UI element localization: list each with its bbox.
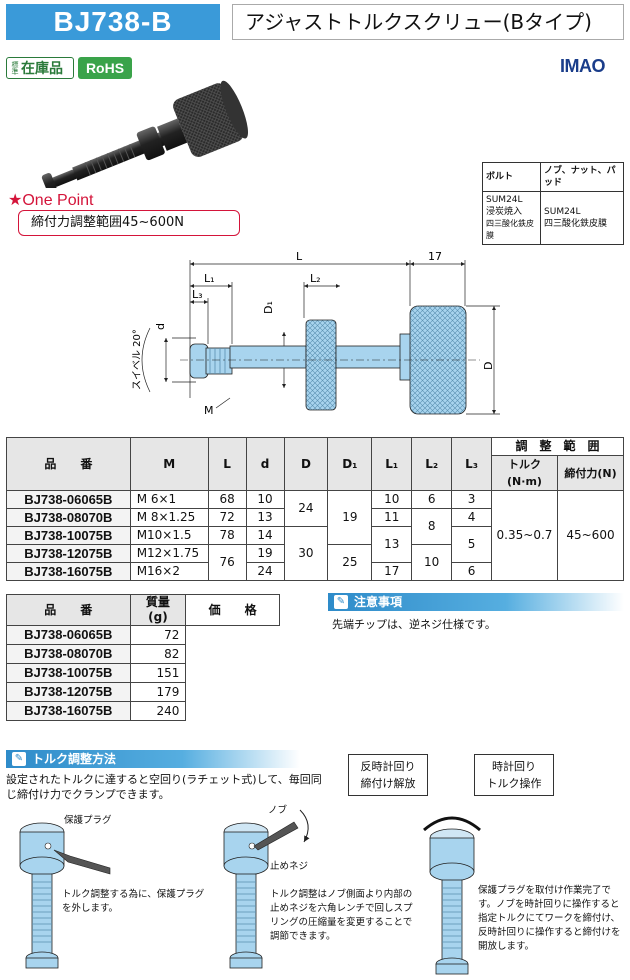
table-row: BJ738-12075B M12×1.75 76 19 25 10: [6, 544, 624, 581]
fig2-caption: トルク調整はノブ側面より内部の止めネジを六角レンチで回しスプリングの圧縮量を変更…: [270, 889, 413, 942]
spec-header-torque: トルク(N·m): [491, 455, 558, 491]
stock-label: 在庫品: [21, 61, 63, 77]
table-row: BJ738-12075B 179: [6, 682, 280, 702]
fig3-caption: 保護プラグを取付け作業完了です。ノブを時計回りに操作すると指定トルクにてワークを…: [478, 885, 621, 952]
standard-label: 標準: [11, 61, 19, 75]
pencil-icon: ✎: [334, 595, 348, 609]
product-code-banner: BJ738-B: [6, 4, 220, 40]
spec-header-L1: L₁: [371, 437, 413, 491]
dim-M-label: M: [204, 404, 214, 417]
figure-remove-plug: [19, 822, 111, 969]
dim-d-label: d: [154, 323, 167, 330]
dim-17-label: 17: [428, 250, 442, 263]
table-row: BJ738-06065B 72: [6, 625, 280, 645]
material-table: ボルト ノブ、ナット、パッド SUM24L 浸炭焼入 四三酸化鉄皮膜 SUM24…: [481, 162, 624, 245]
spec-header-L2: L₂: [411, 437, 453, 491]
material-header-knob: ノブ、ナット、パッド: [540, 162, 624, 192]
product-photo: [41, 80, 249, 188]
figure-adjust-screw: [223, 809, 310, 969]
spec-header-D: D: [283, 437, 329, 491]
standard-stock-badge: 標準 在庫品: [6, 57, 74, 79]
mass-header-code: 品 番: [6, 594, 131, 626]
swivel-label: スイベル 20°: [131, 329, 143, 390]
fig2-label-screw: 止めネジ: [270, 861, 309, 872]
table-row: BJ738-16075B M16×2 24 17 6: [6, 562, 624, 581]
table-row: BJ738-08070B 82: [6, 644, 280, 664]
spec-header-L: L: [207, 437, 247, 491]
table-row: BJ738-10075B M10×1.5 78 14 30 13 5: [6, 526, 624, 581]
dim-L3-label: L₃: [192, 288, 203, 301]
one-point-title: ★One Point: [8, 192, 94, 209]
table-row: BJ738-16075B 240: [6, 701, 280, 721]
torque-adjust-header: ✎ トルク調整方法: [6, 750, 300, 768]
table-row: BJ738-10075B 151: [6, 663, 280, 683]
figure-operation: [423, 816, 481, 975]
table-row: BJ738-06065B M 6×1 68 10 24 19 10 6 3 0.…: [6, 490, 625, 581]
material-header-bolt: ボルト: [481, 162, 542, 192]
product-title: アジャストトルクスクリュー(Bタイプ): [232, 4, 624, 40]
rohs-badge: RoHS: [78, 57, 132, 79]
fig1-label: 保護プラグ: [64, 815, 112, 826]
dim-L1-label: L₁: [204, 272, 215, 285]
spec-table: 品 番 M L d D D₁ L₁ L₂ L₃ 調 整 範 囲 トルク(N·m)…: [6, 437, 625, 581]
spec-header-D1: D₁: [327, 437, 373, 491]
dim-D-label: D: [482, 362, 495, 370]
brand-logo: IMAO: [560, 56, 606, 76]
dim-L-label: L: [296, 250, 303, 263]
mass-header-mass: 質量 (g): [129, 594, 187, 626]
spec-header-force: 締付力(N): [556, 455, 625, 491]
spec-header-M: M: [129, 437, 209, 491]
torque-adjust-text: 設定されたトルクに達すると空回り(ラチェット式)して、毎回同じ締付け力でクランプ…: [6, 773, 322, 801]
fig2-label-knob: ノブ: [268, 805, 288, 816]
callout-counterclockwise: 反時計回り 締付け解放: [348, 754, 428, 796]
fig1-caption: トルク調整する為に、保護プラグを外します。: [62, 889, 205, 914]
notes-header: ✎ 注意事項: [328, 593, 624, 611]
mass-header-price: 価 格: [185, 594, 280, 626]
one-point-box: 締付力調整範囲45~600N: [18, 210, 240, 236]
dim-D1-label: D₁: [262, 301, 275, 314]
spec-header-d: d: [245, 437, 285, 491]
dim-L2-label: L₂: [310, 272, 321, 285]
spec-header-code: 品 番: [6, 437, 131, 491]
spec-header-range: 調 整 範 囲: [491, 437, 624, 456]
material-knob: SUM24L 四三酸化鉄皮膜: [540, 191, 624, 245]
callout-clockwise: 時計回り トルク操作: [474, 754, 554, 796]
material-bolt: SUM24L 浸炭焼入 四三酸化鉄皮膜: [481, 191, 542, 245]
notes-text: 先端チップは、逆ネジ仕様です。: [332, 618, 496, 631]
mass-price-table: 品 番 質量 (g) 価 格 BJ738-06065B 72 BJ738-080…: [6, 594, 280, 721]
pencil-icon: ✎: [12, 752, 26, 766]
dimension-drawing: L 17 L₁ L₂ L₃ D₁ D d スイベル 20° M: [131, 250, 500, 417]
spec-header-L3: L₃: [451, 437, 492, 491]
